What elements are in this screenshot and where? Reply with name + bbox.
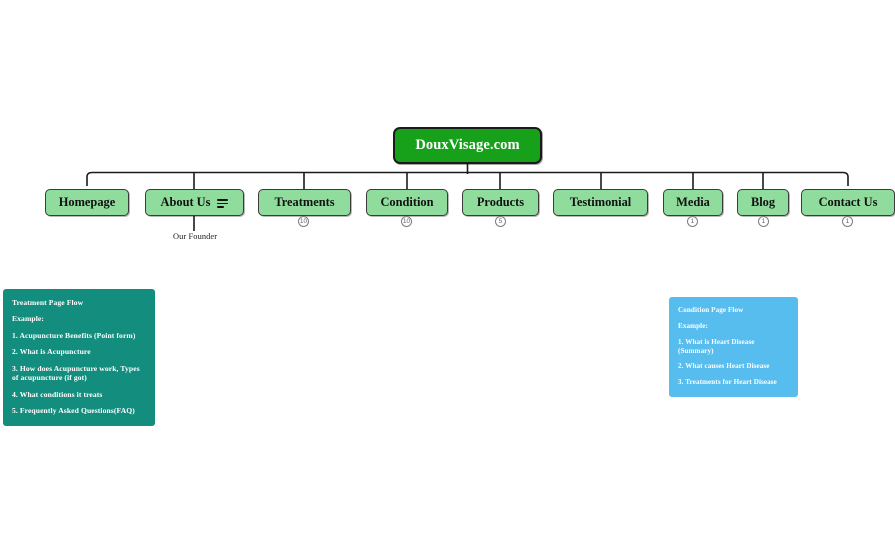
note-line: Example: [678,321,708,330]
badge-contact-us-count[interactable]: 1 [842,216,853,227]
node-condition[interactable]: Condition [366,189,448,216]
list-icon [217,198,229,208]
node-contact-us-label: Contact Us [818,195,878,210]
note-line: 4. What conditions it treats [12,389,103,399]
node-products-label: Products [476,195,525,210]
badge-media-count[interactable]: 1 [687,216,698,227]
node-homepage[interactable]: Homepage [45,189,129,216]
node-media[interactable]: Media [663,189,723,216]
note-line: 5. Frequently Asked Questions(FAQ) [12,406,135,416]
root-node-label: DouxVisage.com [415,137,520,153]
node-about-us-label: About Us [160,195,211,210]
note-condition-page-flow: Condition Page Flow Example: 1. What is … [669,297,798,398]
node-testimonial-label: Testimonial [569,195,632,210]
note-line: 2. What is Acupuncture [12,347,91,357]
note-line: 1. Acupuncture Benefits (Point form) [12,330,136,340]
root-node-douxvisage[interactable]: DouxVisage.com [393,127,542,164]
badge-condition-count[interactable]: 10 [401,216,412,227]
node-treatments[interactable]: Treatments [258,189,351,216]
note-line: 3. Treatments for Heart Disease [678,378,777,387]
note-line: 3. How does Acupuncture work, Types of a… [12,363,140,383]
node-products[interactable]: Products [462,189,539,216]
node-testimonial[interactable]: Testimonial [553,189,648,216]
badge-treatments-count[interactable]: 10 [298,216,309,227]
node-contact-us[interactable]: Contact Us [801,189,895,216]
node-blog-label: Blog [750,195,776,210]
note-line: Treatment Page Flow [12,298,84,307]
leaf-our-founder[interactable]: Our Founder [173,232,218,241]
note-treatment-page-flow: Treatment Page Flow Example: 1. Acupunct… [3,289,155,426]
node-homepage-label: Homepage [58,195,116,210]
node-media-label: Media [676,195,710,210]
node-condition-label: Condition [380,195,434,210]
note-line: Condition Page Flow [678,306,744,314]
note-line: 1. What is Heart Disease (Summary) [678,337,755,355]
note-line: Example: [12,314,45,324]
badge-blog-count[interactable]: 1 [758,216,769,227]
note-line: 2. What causes Heart Disease [678,362,770,371]
node-treatments-label: Treatments [274,195,335,210]
node-about-us[interactable]: About Us [145,189,244,216]
node-blog[interactable]: Blog [737,189,789,216]
badge-products-count[interactable]: 5 [495,216,506,227]
